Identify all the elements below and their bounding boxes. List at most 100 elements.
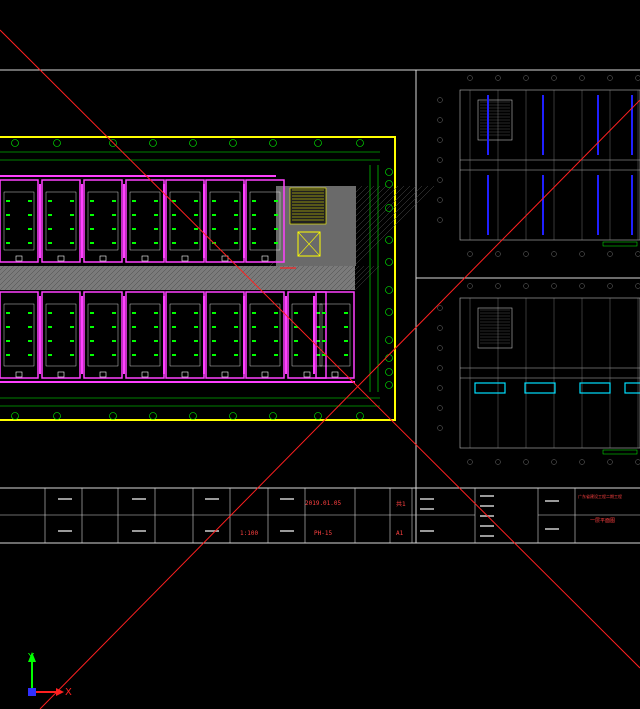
equipment-mark [234,340,238,342]
tiny-label [132,530,146,532]
hatch-line [0,265,25,291]
hatch-line [184,265,210,291]
tiny-label [420,530,434,532]
column [57,371,65,378]
hatch-line [159,265,185,291]
equipment-mark [252,200,256,202]
equipment-mark [132,228,136,230]
equipment-mark [112,354,116,356]
stair [477,307,513,349]
equipment-mark [212,312,216,314]
axis-bubble [635,251,640,257]
duct-unit [579,382,611,394]
hatch-line [69,265,95,291]
floor-plan-upper-right[interactable] [437,75,640,257]
tiny-label [480,505,494,507]
floor-plan-lower-right[interactable] [437,283,640,465]
equipment-mark [252,242,256,244]
tiny-label [420,508,434,510]
hatch-line [94,265,120,291]
axis-bubble [523,459,529,465]
equipment-mark [6,312,10,314]
rooms-bottom-row [0,291,355,383]
hatch-line [289,265,315,291]
equipment-mark [344,354,348,356]
hatch-line [129,265,155,291]
axis-bubble [314,139,322,147]
equipment-mark [194,312,198,314]
hatch-line [154,265,180,291]
equipment-mark [252,326,256,328]
title-block[interactable] [0,488,640,543]
title-project-stamp: 广东省建设工程二期工程 [578,493,622,499]
column [221,371,229,378]
hatch-line [54,265,80,291]
equipment-mark [252,228,256,230]
title-drawing-no: PH-15 [314,530,332,537]
equipment-mark [154,340,158,342]
axis-bubble [437,305,443,311]
axis-bubble [149,412,157,420]
room-inner [319,303,351,367]
hatch-line [99,265,125,291]
column [221,255,229,262]
tiny-label [480,525,494,527]
room-inner [249,303,281,367]
equipment-mark [132,200,136,202]
equipment-mark [316,340,320,342]
equipment-mark [212,228,216,230]
equipment-mark [234,200,238,202]
equipment-mark [322,340,326,342]
room-inner [291,303,323,367]
rooms-top-row [0,175,285,263]
equipment-mark [112,312,116,314]
top-dimension-lines [0,151,380,161]
room-inner [169,303,201,367]
title-sheet-b: A1 [396,530,404,537]
hatch-line [109,265,135,291]
column [141,255,149,262]
room-inner [45,303,77,367]
axis-bubble [467,459,473,465]
equipment-mark [90,228,94,230]
equipment-mark [316,312,320,314]
equipment-mark [90,312,94,314]
axis-bubble [495,283,501,289]
room-inner [169,191,201,251]
equipment-mark [344,326,348,328]
axis-bubble [53,412,61,420]
hatch-line [189,265,215,291]
axis-bubble [579,251,585,257]
axis-bubble [437,137,443,143]
equipment-mark [344,312,348,314]
floor-plan-main[interactable] [0,136,435,421]
hatch-line [309,265,335,291]
equipment-mark [48,312,52,314]
hatch-line [329,265,355,291]
axis-bubble [635,459,640,465]
hatch-line [84,265,110,291]
hatch-line [349,265,375,291]
hatch-line [149,265,175,291]
hatch-line [114,265,140,291]
room-wall [41,179,81,263]
elevator [297,231,321,257]
equipment-mark [90,214,94,216]
equipment-mark [172,340,176,342]
tiny-label [480,495,494,497]
room-wall [0,179,39,263]
axis-bubble [356,412,364,420]
hatch-line [209,265,235,291]
hatch-line [39,265,65,291]
tiny-label [205,498,219,500]
equipment-mark [6,354,10,356]
hatch-line [164,265,190,291]
axis-bubble [385,168,393,176]
equipment-mark [252,214,256,216]
equipment-mark [154,326,158,328]
equipment-mark [322,326,326,328]
equipment-mark [28,340,32,342]
axis-bubble [551,75,557,81]
equipment-mark [28,214,32,216]
